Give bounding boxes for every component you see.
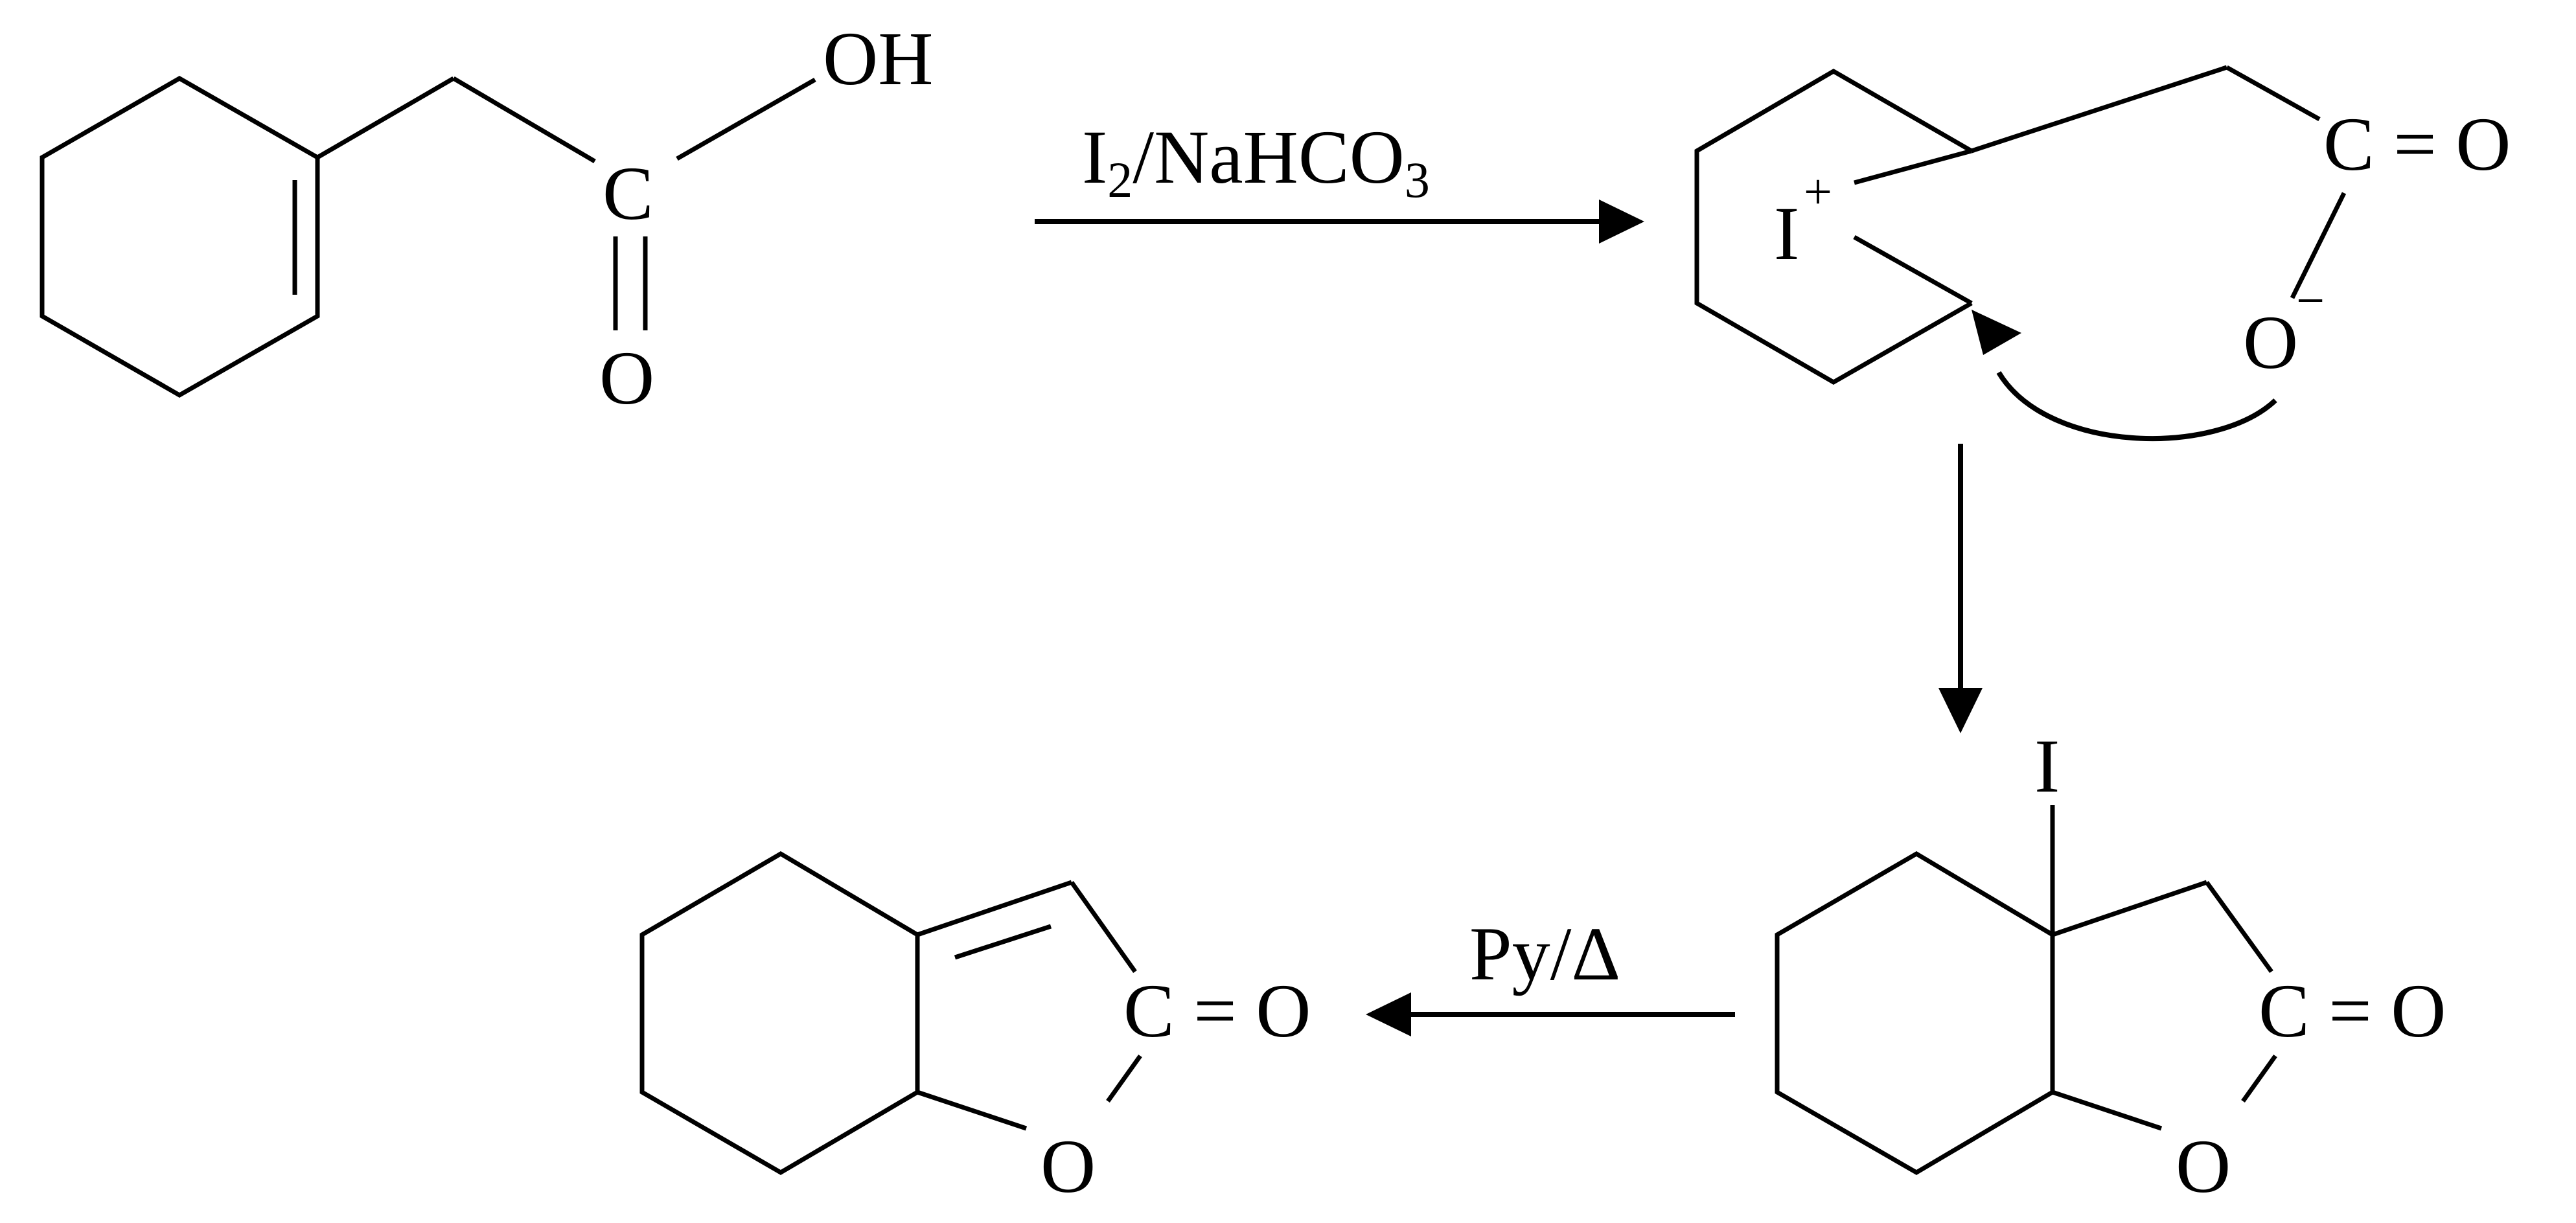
step3-reagent-label: Py/Δ	[1469, 911, 1620, 996]
iodonium-intermediate: I + C = O O −	[1694, 65, 2511, 441]
bond-carbonyl-carboxylate	[2290, 192, 2347, 299]
bond-c-ch	[916, 880, 1073, 937]
bond-c1-ch2	[1970, 65, 2228, 154]
bond-ring-oxygen-c	[2051, 1090, 2163, 1131]
cyclohexane-ring	[1775, 851, 2055, 1176]
step3-arrowhead	[1366, 992, 1411, 1036]
hydroxyl-label: OH	[823, 16, 933, 101]
nucleophilic-attack-curved-arrow	[1996, 371, 2277, 441]
step3-reagent-arrow: Py/Δ	[1366, 911, 1735, 1036]
bond-carboxyl-oh	[676, 77, 816, 161]
iodonium-label: I	[1774, 191, 1799, 276]
carbonyl-oxygen-label: O	[599, 336, 654, 420]
bond-ch-carbonyl	[1070, 880, 1137, 974]
bond-ring-ch2	[316, 76, 455, 160]
bond-c-ch2	[2051, 880, 2208, 937]
curved-arrowhead	[1972, 310, 2021, 355]
cyclohexane-ring	[639, 851, 920, 1176]
step1-arrowhead	[1599, 200, 1644, 244]
carbonyl-label: C = O	[2259, 968, 2446, 1053]
bond-iodonium-c1	[1854, 148, 1972, 185]
iodolactone: I C = O O	[1775, 724, 2446, 1209]
bond-iodonium-c2	[1853, 234, 1973, 306]
bond-ch2-carbonyl	[2225, 65, 2321, 122]
iodonium-charge: +	[1804, 163, 1832, 220]
step1-reagent-label: I2/NaHCO3	[1082, 115, 1430, 208]
unsaturated-lactone: C = O O	[639, 851, 1311, 1209]
bond-ch2-carboxyl	[452, 76, 596, 164]
cyclohexane-ring	[1694, 68, 1973, 385]
bond-ring-oxygen-c	[916, 1090, 1028, 1131]
cyclohexene-ring	[40, 75, 320, 398]
carboxyl-carbon-label: C	[603, 151, 654, 236]
step1-reagent-arrow: I2/NaHCO3	[1035, 115, 1644, 244]
bond-carbonyl-ring-oxygen	[1106, 1054, 1142, 1103]
ene-double-bond-inner	[954, 924, 1052, 960]
bond-carbonyl-ring-oxygen	[2241, 1054, 2277, 1103]
carbonyl-label: C = O	[1123, 968, 1311, 1053]
carboxylate-oxygen-label: O	[2243, 300, 2298, 385]
iodo-label: I	[2034, 724, 2060, 808]
ring-oxygen-label: O	[1041, 1124, 1096, 1209]
carboxylate-charge: −	[2296, 272, 2325, 328]
step2-arrow	[1938, 444, 1983, 733]
starting-material: OH C O	[40, 16, 933, 420]
ring-oxygen-label: O	[2176, 1124, 2231, 1209]
step2-arrowhead	[1938, 688, 1983, 733]
bond-ch2-carbonyl	[2205, 880, 2273, 974]
carbonyl-label: C = O	[2323, 102, 2511, 187]
